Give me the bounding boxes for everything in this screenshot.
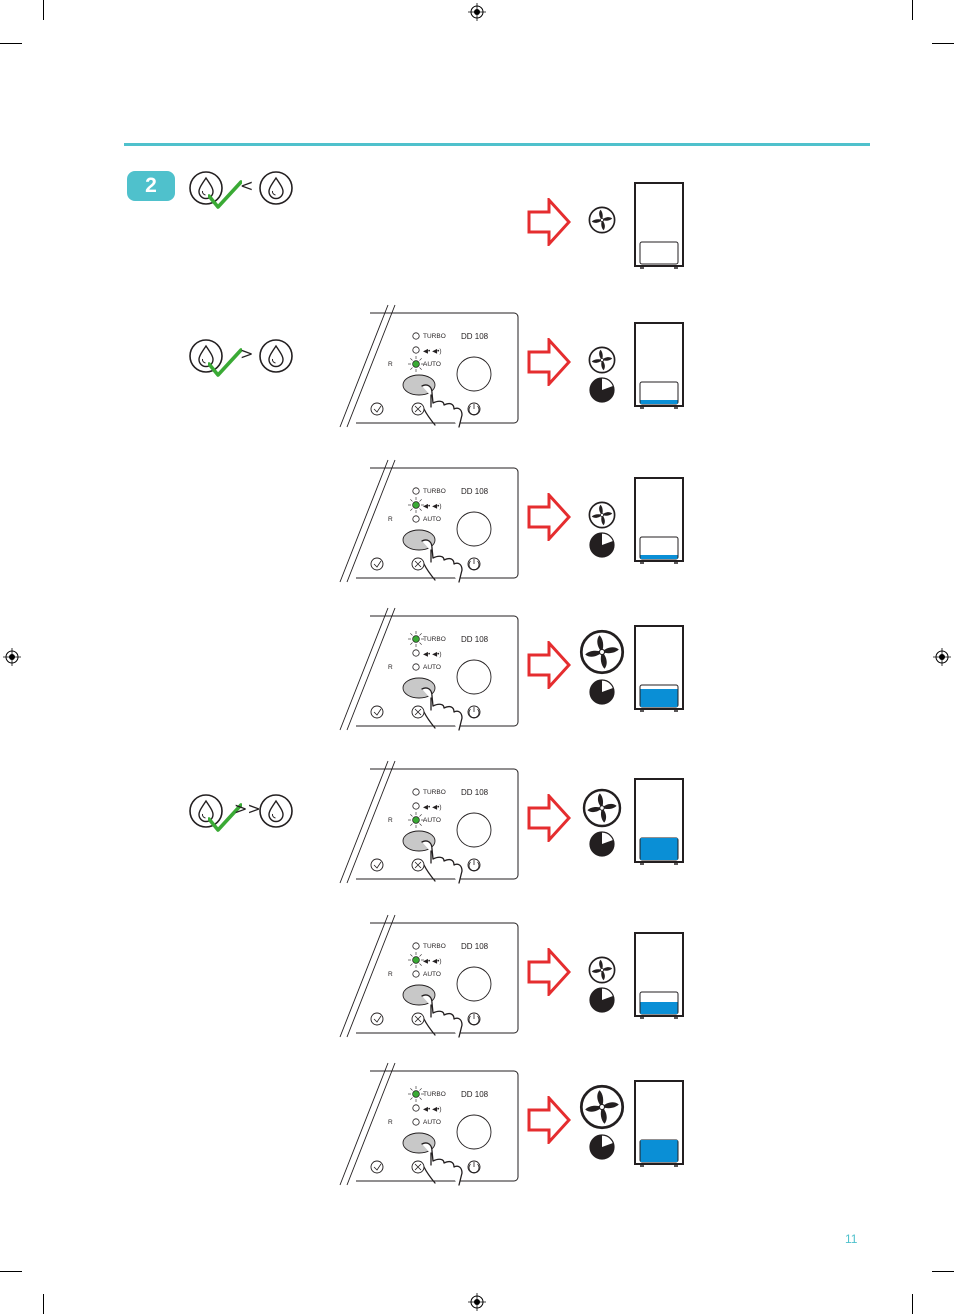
fan-icon: [582, 788, 622, 828]
water-drop-icon: [189, 339, 223, 373]
registration-mark-icon: [933, 648, 951, 666]
model-name: DD 108: [461, 635, 489, 644]
medium-fan-label: ◀• ◀•): [423, 651, 442, 658]
turbo-label: TURBO: [423, 636, 446, 643]
crop-mark: [0, 43, 22, 44]
water-tank-icon: [634, 322, 686, 410]
medium-fan-label: ◀• ◀•): [423, 348, 442, 355]
turbo-label: TURBO: [423, 943, 446, 950]
water-drop-icon: [189, 171, 223, 205]
model-name: DD 108: [461, 487, 489, 496]
turbo-label: TURBO: [423, 1091, 446, 1098]
auto-label: AUTO: [423, 1119, 441, 1126]
crop-mark: [932, 1271, 954, 1272]
right-arrow-icon: [527, 196, 572, 248]
crop-mark: [932, 43, 954, 44]
fan-icon: [588, 346, 616, 374]
fan-icon: [588, 206, 616, 234]
water-drop-icon: [259, 339, 293, 373]
fan-icon: [588, 501, 616, 529]
medium-fan-label: ◀• ◀•): [423, 503, 442, 510]
fan-icon: [579, 629, 625, 675]
comparison-operator: <: [240, 176, 254, 195]
crop-mark: [0, 1271, 22, 1272]
control-panel: TURBO ◀• ◀•) AUTO R DD 108: [338, 606, 523, 731]
control-panel: TURBO ◀• ◀•) AUTO R DD 108: [338, 759, 523, 884]
water-tank-icon: [634, 625, 686, 713]
control-panel: TURBO ◀• ◀•) AUTO R DD 108: [338, 458, 523, 583]
timer-icon: [589, 1134, 615, 1160]
auto-label: AUTO: [423, 817, 441, 824]
partial-label: R: [388, 664, 393, 671]
timer-icon: [589, 532, 615, 558]
timer-icon: [589, 679, 615, 705]
control-panel: TURBO ◀• ◀•) AUTO R DD 108: [338, 913, 523, 1038]
turbo-label: TURBO: [423, 488, 446, 495]
check-icon: [208, 180, 242, 209]
comparison-operator: >: [240, 344, 254, 363]
model-name: DD 108: [461, 1090, 489, 1099]
timer-icon: [589, 831, 615, 857]
timer-icon: [589, 987, 615, 1013]
step-badge: 2: [127, 171, 175, 201]
auto-label: AUTO: [423, 664, 441, 671]
right-arrow-icon: [527, 336, 572, 388]
model-name: DD 108: [461, 788, 489, 797]
water-drop-icon: [259, 171, 293, 205]
water-drop-icon: [189, 794, 223, 828]
partial-label: R: [388, 361, 393, 368]
water-tank-icon: [634, 1080, 686, 1168]
auto-label: AUTO: [423, 516, 441, 523]
section-rule: [124, 143, 870, 146]
fan-icon: [588, 956, 616, 984]
humidity-condition: <: [188, 170, 298, 210]
auto-label: AUTO: [423, 361, 441, 368]
turbo-label: TURBO: [423, 333, 446, 340]
water-tank-icon: [634, 477, 686, 565]
crop-mark: [912, 1294, 913, 1314]
partial-label: R: [388, 1119, 393, 1126]
check-icon: [208, 803, 242, 832]
crop-mark: [43, 0, 44, 20]
model-name: DD 108: [461, 942, 489, 951]
control-panel: TURBO ◀• ◀•) AUTO R DD 108: [338, 1061, 523, 1186]
partial-label: R: [388, 971, 393, 978]
medium-fan-label: ◀• ◀•): [423, 1106, 442, 1113]
model-name: DD 108: [461, 332, 489, 341]
right-arrow-icon: [527, 491, 572, 543]
turbo-label: TURBO: [423, 789, 446, 796]
partial-label: R: [388, 516, 393, 523]
water-tank-icon: [634, 932, 686, 1020]
auto-label: AUTO: [423, 971, 441, 978]
partial-label: R: [388, 817, 393, 824]
page-number: 11: [845, 1232, 858, 1246]
check-icon: [208, 348, 242, 377]
right-arrow-icon: [527, 792, 572, 844]
timer-icon: [589, 377, 615, 403]
fan-icon: [579, 1084, 625, 1130]
control-panel: TURBO ◀• ◀•) AUTO R DD 108: [338, 303, 523, 428]
right-arrow-icon: [527, 1094, 572, 1146]
water-drop-icon: [259, 794, 293, 828]
comparison-operator: >>: [234, 799, 261, 818]
humidity-condition: >: [188, 338, 298, 378]
water-tank-icon: [634, 182, 686, 270]
registration-mark-icon: [468, 3, 486, 21]
crop-mark: [912, 0, 913, 20]
registration-mark-icon: [3, 648, 21, 666]
right-arrow-icon: [527, 946, 572, 998]
right-arrow-icon: [527, 639, 572, 691]
humidity-condition: >>: [188, 793, 298, 833]
medium-fan-label: ◀• ◀•): [423, 958, 442, 965]
crop-mark: [43, 1294, 44, 1314]
water-tank-icon: [634, 778, 686, 866]
medium-fan-label: ◀• ◀•): [423, 804, 442, 811]
registration-mark-icon: [468, 1293, 486, 1311]
